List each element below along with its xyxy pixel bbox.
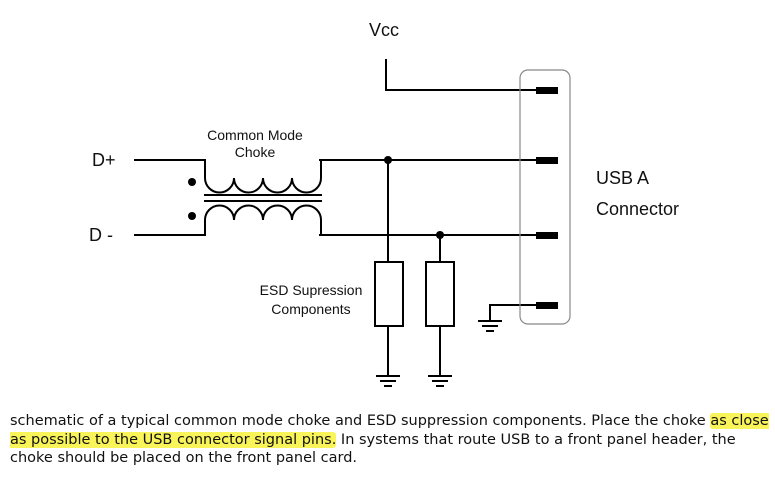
choke-bottom-coil <box>204 204 322 236</box>
vcc-label: Vcc <box>369 20 399 40</box>
caption-text-start: schematic of a typical common mode choke… <box>10 413 706 429</box>
usb-connector-outline <box>519 69 571 325</box>
esd-label-line2: Components <box>271 301 350 317</box>
usb-label-line2: Connector <box>596 199 679 219</box>
esd-component-1 <box>374 261 404 327</box>
choke-polarity-dot <box>188 212 196 220</box>
vcc-wire <box>385 59 539 91</box>
caption-text-end: In systems that route USB to a front pan… <box>10 431 736 467</box>
choke-label-line2: Choke <box>235 144 276 160</box>
junction-dot <box>384 156 392 164</box>
ground-icon <box>428 375 452 387</box>
junction-dot <box>436 231 444 239</box>
choke-top-coil <box>204 159 322 194</box>
choke-label-line1: Common Mode <box>207 127 303 143</box>
ground-icon <box>478 320 502 332</box>
ground-icon <box>376 375 400 387</box>
connector-pin <box>536 87 558 94</box>
caption: schematic of a typical common mode choke… <box>10 412 770 468</box>
connector-pin <box>536 302 558 309</box>
d-plus-label: D+ <box>92 150 116 170</box>
usb-label-line1: USB A <box>596 168 649 188</box>
esd-component-2 <box>425 261 455 327</box>
d-minus-label: D - <box>89 225 113 245</box>
esd-label-line1: ESD Supression <box>260 282 363 298</box>
ground-wire <box>489 304 539 321</box>
connector-pin <box>536 157 558 164</box>
choke-polarity-dot <box>188 178 196 186</box>
schematic-diagram: Vcc D+ D - Common Mode Choke ESD Supress… <box>89 20 679 387</box>
connector-pin <box>536 232 558 239</box>
